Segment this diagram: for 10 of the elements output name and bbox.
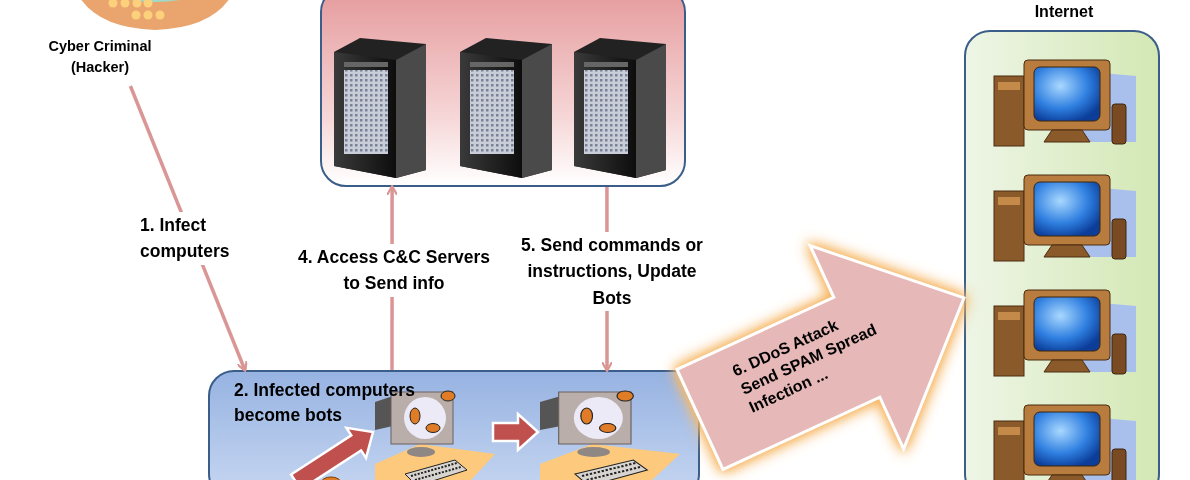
node-label: Cyber Criminal (Hacker): [47, 37, 153, 77]
arrow: [289, 426, 375, 480]
arrow: [491, 411, 540, 453]
server-panel: [320, 0, 686, 187]
edge-label: 4. Access C&C Servers to Send info: [296, 244, 492, 297]
edge-label: 5. Send commands or instructions, Update Bots: [520, 232, 704, 311]
panel-heading: 2. Infected computers become bots: [234, 379, 416, 428]
bot-panel: [208, 370, 700, 480]
infected-computer-drawing: [540, 392, 680, 480]
panel-heading: Internet: [1033, 2, 1095, 22]
